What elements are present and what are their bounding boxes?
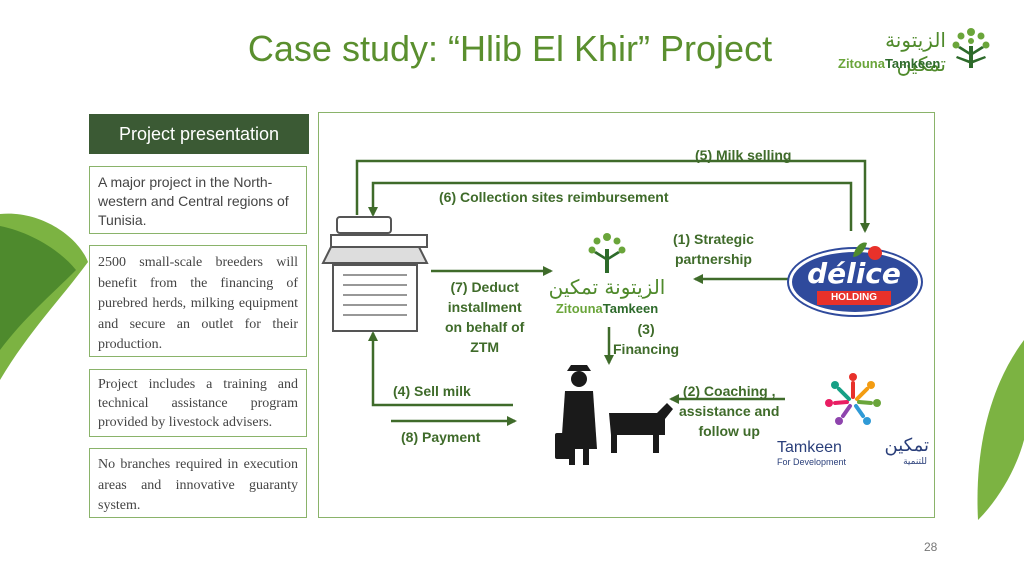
info-box-regions: A major project in the North-western and… [89, 166, 307, 234]
delice-holding-label: HOLDING [817, 291, 891, 305]
label-collection-reimbursement: (6) Collection sites reimbursement [439, 189, 669, 205]
tamkeen-dev-name: Tamkeen [777, 439, 842, 456]
tamkeen-dev-subtitle: For Development [777, 457, 847, 467]
info-box-guaranty: No branches required in execution areas … [89, 448, 307, 518]
label-strategic-partnership: (1) Strategic partnership [673, 231, 754, 267]
page-number: 28 [924, 540, 938, 554]
zitouna-tamkeen-center-logo: الزيتونة تمكين ZitounaTamkeen [547, 231, 673, 321]
label-coaching: (2) Coaching , assistance and follow up [679, 383, 780, 439]
project-presentation-header: Project presentation [89, 114, 309, 154]
label-milk-selling: (5) Milk selling [695, 147, 792, 163]
label-sell-milk: (4) Sell milk [393, 383, 471, 399]
tamkeen-dev-arabic: تمكين [884, 435, 930, 456]
label-financing: (3) Financing [613, 321, 680, 357]
delice-holding-logo: délice HOLDING [785, 239, 925, 315]
leaf-apple-icon [853, 242, 882, 260]
arrow-sell-milk [368, 331, 513, 407]
tree-icon [588, 233, 626, 273]
info-box-breeders: 2500 small-scale breeders will benefit f… [89, 245, 307, 357]
collection-site-shop-icon [321, 216, 429, 332]
ztm-arabic-text: الزيتونة تمكين [548, 275, 666, 299]
tamkeen-for-development-logo: Tamkeen تمكين For Development للتنمية [777, 371, 930, 471]
farmer-with-cow-icon [555, 365, 673, 465]
tree-icon [952, 28, 990, 68]
logo-arabic-text: الزيتونة تمكين [885, 28, 946, 76]
arrow-milk-selling [355, 159, 870, 233]
people-circle-icon [825, 373, 881, 425]
label-deduct-installment: (7) Deduct installment on behalf of ZTM [445, 279, 525, 355]
delice-wordmark: délice [807, 257, 901, 290]
zitouna-tamkeen-logo: الزيتونة تمكين ZitounaTamkeen [836, 26, 996, 76]
ztm-brand-text: ZitounaTamkeen [555, 301, 659, 316]
decorative-leaf-right [977, 340, 1024, 520]
info-box-training: Project includes a training and technica… [89, 369, 307, 437]
slide-title: Case study: “Hlib El Khir” Project [247, 28, 773, 69]
flow-diagram: (5) Milk selling (6) Collection sites re… [318, 112, 935, 518]
label-payment: (8) Payment [401, 429, 481, 445]
flow-arrows [321, 159, 870, 465]
tamkeen-dev-arabic-subtitle: للتنمية [903, 457, 927, 467]
decorative-leaf-left [0, 213, 88, 380]
logo-brand-text: ZitounaTamkeen [838, 56, 941, 71]
arrow-collection-reimbursement [368, 181, 853, 231]
